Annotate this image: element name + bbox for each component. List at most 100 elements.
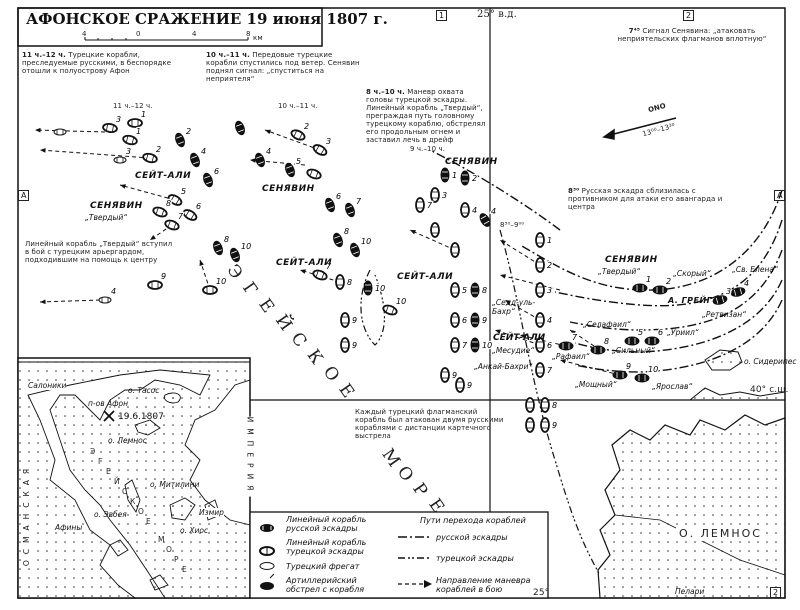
russian-ship bbox=[612, 370, 628, 380]
russian-ship bbox=[632, 283, 648, 293]
inset-evbeya: о. Эвбея bbox=[94, 510, 127, 519]
ship-name-yaroslav: „Ярослав“ bbox=[652, 382, 693, 391]
time-label: 11 ч.–12 ч. bbox=[113, 102, 153, 110]
maneuver-arrow bbox=[199, 259, 211, 291]
arrow-head bbox=[199, 260, 204, 266]
grid-row-a-right: A bbox=[774, 190, 786, 201]
turkish-ship bbox=[312, 144, 328, 156]
ship-number: 7 bbox=[427, 201, 433, 210]
ship-number: 8 bbox=[347, 278, 352, 287]
fleet-label-seit-ali: СЕЙТ-АЛИ bbox=[493, 333, 546, 343]
ship-number: 9 bbox=[467, 381, 472, 390]
fleet-label-senyavin: СЕНЯВИН bbox=[605, 255, 658, 265]
inset-sea-letter: М bbox=[158, 535, 165, 544]
ship-number: 9 bbox=[626, 362, 631, 371]
ship-number: 3 bbox=[326, 137, 331, 146]
arrow-head bbox=[500, 274, 506, 279]
ship-number: 6 bbox=[336, 192, 341, 201]
arrow-head bbox=[520, 334, 526, 339]
ship-number: 5 bbox=[296, 157, 301, 166]
ship-number: 2 bbox=[186, 127, 191, 136]
ship-number: 9 bbox=[552, 421, 557, 430]
turkish-ship bbox=[535, 337, 545, 353]
ship-number: 2 bbox=[666, 277, 671, 286]
russian-ship bbox=[325, 197, 335, 213]
ship-number: 4 bbox=[266, 147, 271, 156]
ship-number: 4 bbox=[472, 206, 477, 215]
ship-number: 9 bbox=[161, 272, 166, 281]
russian-ship bbox=[333, 232, 343, 248]
ship-number: 6 bbox=[658, 328, 663, 337]
legend-russian-ship: Линейный корабль русской эскадры bbox=[286, 515, 367, 533]
grid-row-a-left: A bbox=[18, 190, 30, 201]
turkish-ship bbox=[102, 122, 118, 134]
turkish-ship bbox=[430, 187, 440, 203]
ship-number: 3 bbox=[442, 191, 447, 200]
ship-number: 8 bbox=[166, 199, 171, 208]
arrow-head bbox=[560, 359, 566, 364]
turkish-ship bbox=[340, 337, 350, 353]
fleet-label-greig: А. ГРЕЙГ bbox=[668, 296, 713, 305]
arrow-head bbox=[40, 299, 46, 305]
pelari-label: Пелари bbox=[675, 587, 705, 596]
ship-name-tverdy: „Твердый“ bbox=[598, 267, 641, 276]
turkish-ship bbox=[122, 134, 138, 146]
arrow-head bbox=[40, 148, 46, 153]
maneuver-arrow bbox=[494, 329, 541, 346]
arrow-head bbox=[35, 127, 41, 133]
russian-ship bbox=[363, 280, 373, 296]
ship-number: 4 bbox=[744, 279, 749, 288]
russian-ship bbox=[255, 152, 265, 168]
russian-ship bbox=[190, 152, 200, 168]
scale-tick: 8 bbox=[246, 30, 251, 38]
ship-number: 7 bbox=[356, 197, 362, 206]
russian-ship bbox=[203, 172, 213, 188]
ship-name-sedd: „Седд-уль-Бахр“ bbox=[492, 298, 536, 316]
arrow-head bbox=[150, 234, 156, 240]
ship-number: 1 bbox=[136, 127, 141, 136]
russian-ship bbox=[558, 341, 574, 351]
inset-sea-letter: К bbox=[130, 497, 136, 506]
ship-number: 2 bbox=[156, 145, 161, 154]
ship-number: 8 bbox=[224, 235, 229, 244]
ship-number: 5 bbox=[462, 286, 467, 295]
parallel-label: 40° с.ш. bbox=[750, 385, 789, 395]
russian-ship bbox=[590, 345, 606, 355]
ship-number: 10 bbox=[375, 284, 385, 293]
ship-number: 7 bbox=[572, 333, 578, 342]
legend-maneuver: Направление маневра кораблей в бою bbox=[436, 576, 531, 594]
maneuver-arrows bbox=[34, 127, 621, 376]
russian-ship bbox=[230, 247, 240, 263]
inset-land bbox=[17, 361, 251, 599]
russian-ship bbox=[345, 202, 355, 218]
ship-number: 9 bbox=[352, 341, 357, 350]
ship-number: 6 bbox=[547, 341, 552, 350]
ship-number: 10 bbox=[241, 242, 251, 251]
ship-number: 6 bbox=[462, 316, 467, 325]
russian-ship bbox=[213, 240, 223, 256]
ship-number: 3 bbox=[726, 287, 731, 296]
meridian-label: 25° в.д. bbox=[477, 9, 517, 20]
turkish-ship bbox=[147, 280, 163, 290]
legend-frigate: Турецкий фрегат bbox=[286, 562, 360, 571]
ship-name-ankai: „Анкай-Бахри“ bbox=[474, 362, 533, 371]
ship-number: 10 bbox=[361, 237, 371, 246]
turkish-ship bbox=[142, 152, 158, 164]
russian-ship bbox=[350, 242, 360, 258]
russian-paths bbox=[429, 149, 783, 373]
annotation-830: 8³⁰ Русская эскадра сблизилась с противн… bbox=[568, 187, 723, 211]
fleet-label-seit-ali: СЕЙТ-АЛИ bbox=[276, 258, 333, 268]
scale-bar bbox=[84, 37, 249, 41]
maneuver-arrow bbox=[119, 184, 176, 201]
ship-number: 8 bbox=[344, 227, 349, 236]
russian-ship bbox=[470, 312, 480, 328]
legend-fire: Артиллерийский обстрел с корабля bbox=[286, 576, 365, 594]
inset-afon: п-ов Афон bbox=[88, 399, 129, 408]
russian-ship bbox=[235, 120, 245, 136]
turkish-ship bbox=[450, 282, 460, 298]
ship-number: 4 bbox=[111, 287, 116, 296]
inset-sea-letter: Р bbox=[174, 555, 179, 564]
inset-empire-right: ИМПЕРИЯ bbox=[245, 416, 255, 497]
ship-number: 6 bbox=[214, 167, 219, 176]
inset-sea-letter: О bbox=[138, 507, 144, 516]
